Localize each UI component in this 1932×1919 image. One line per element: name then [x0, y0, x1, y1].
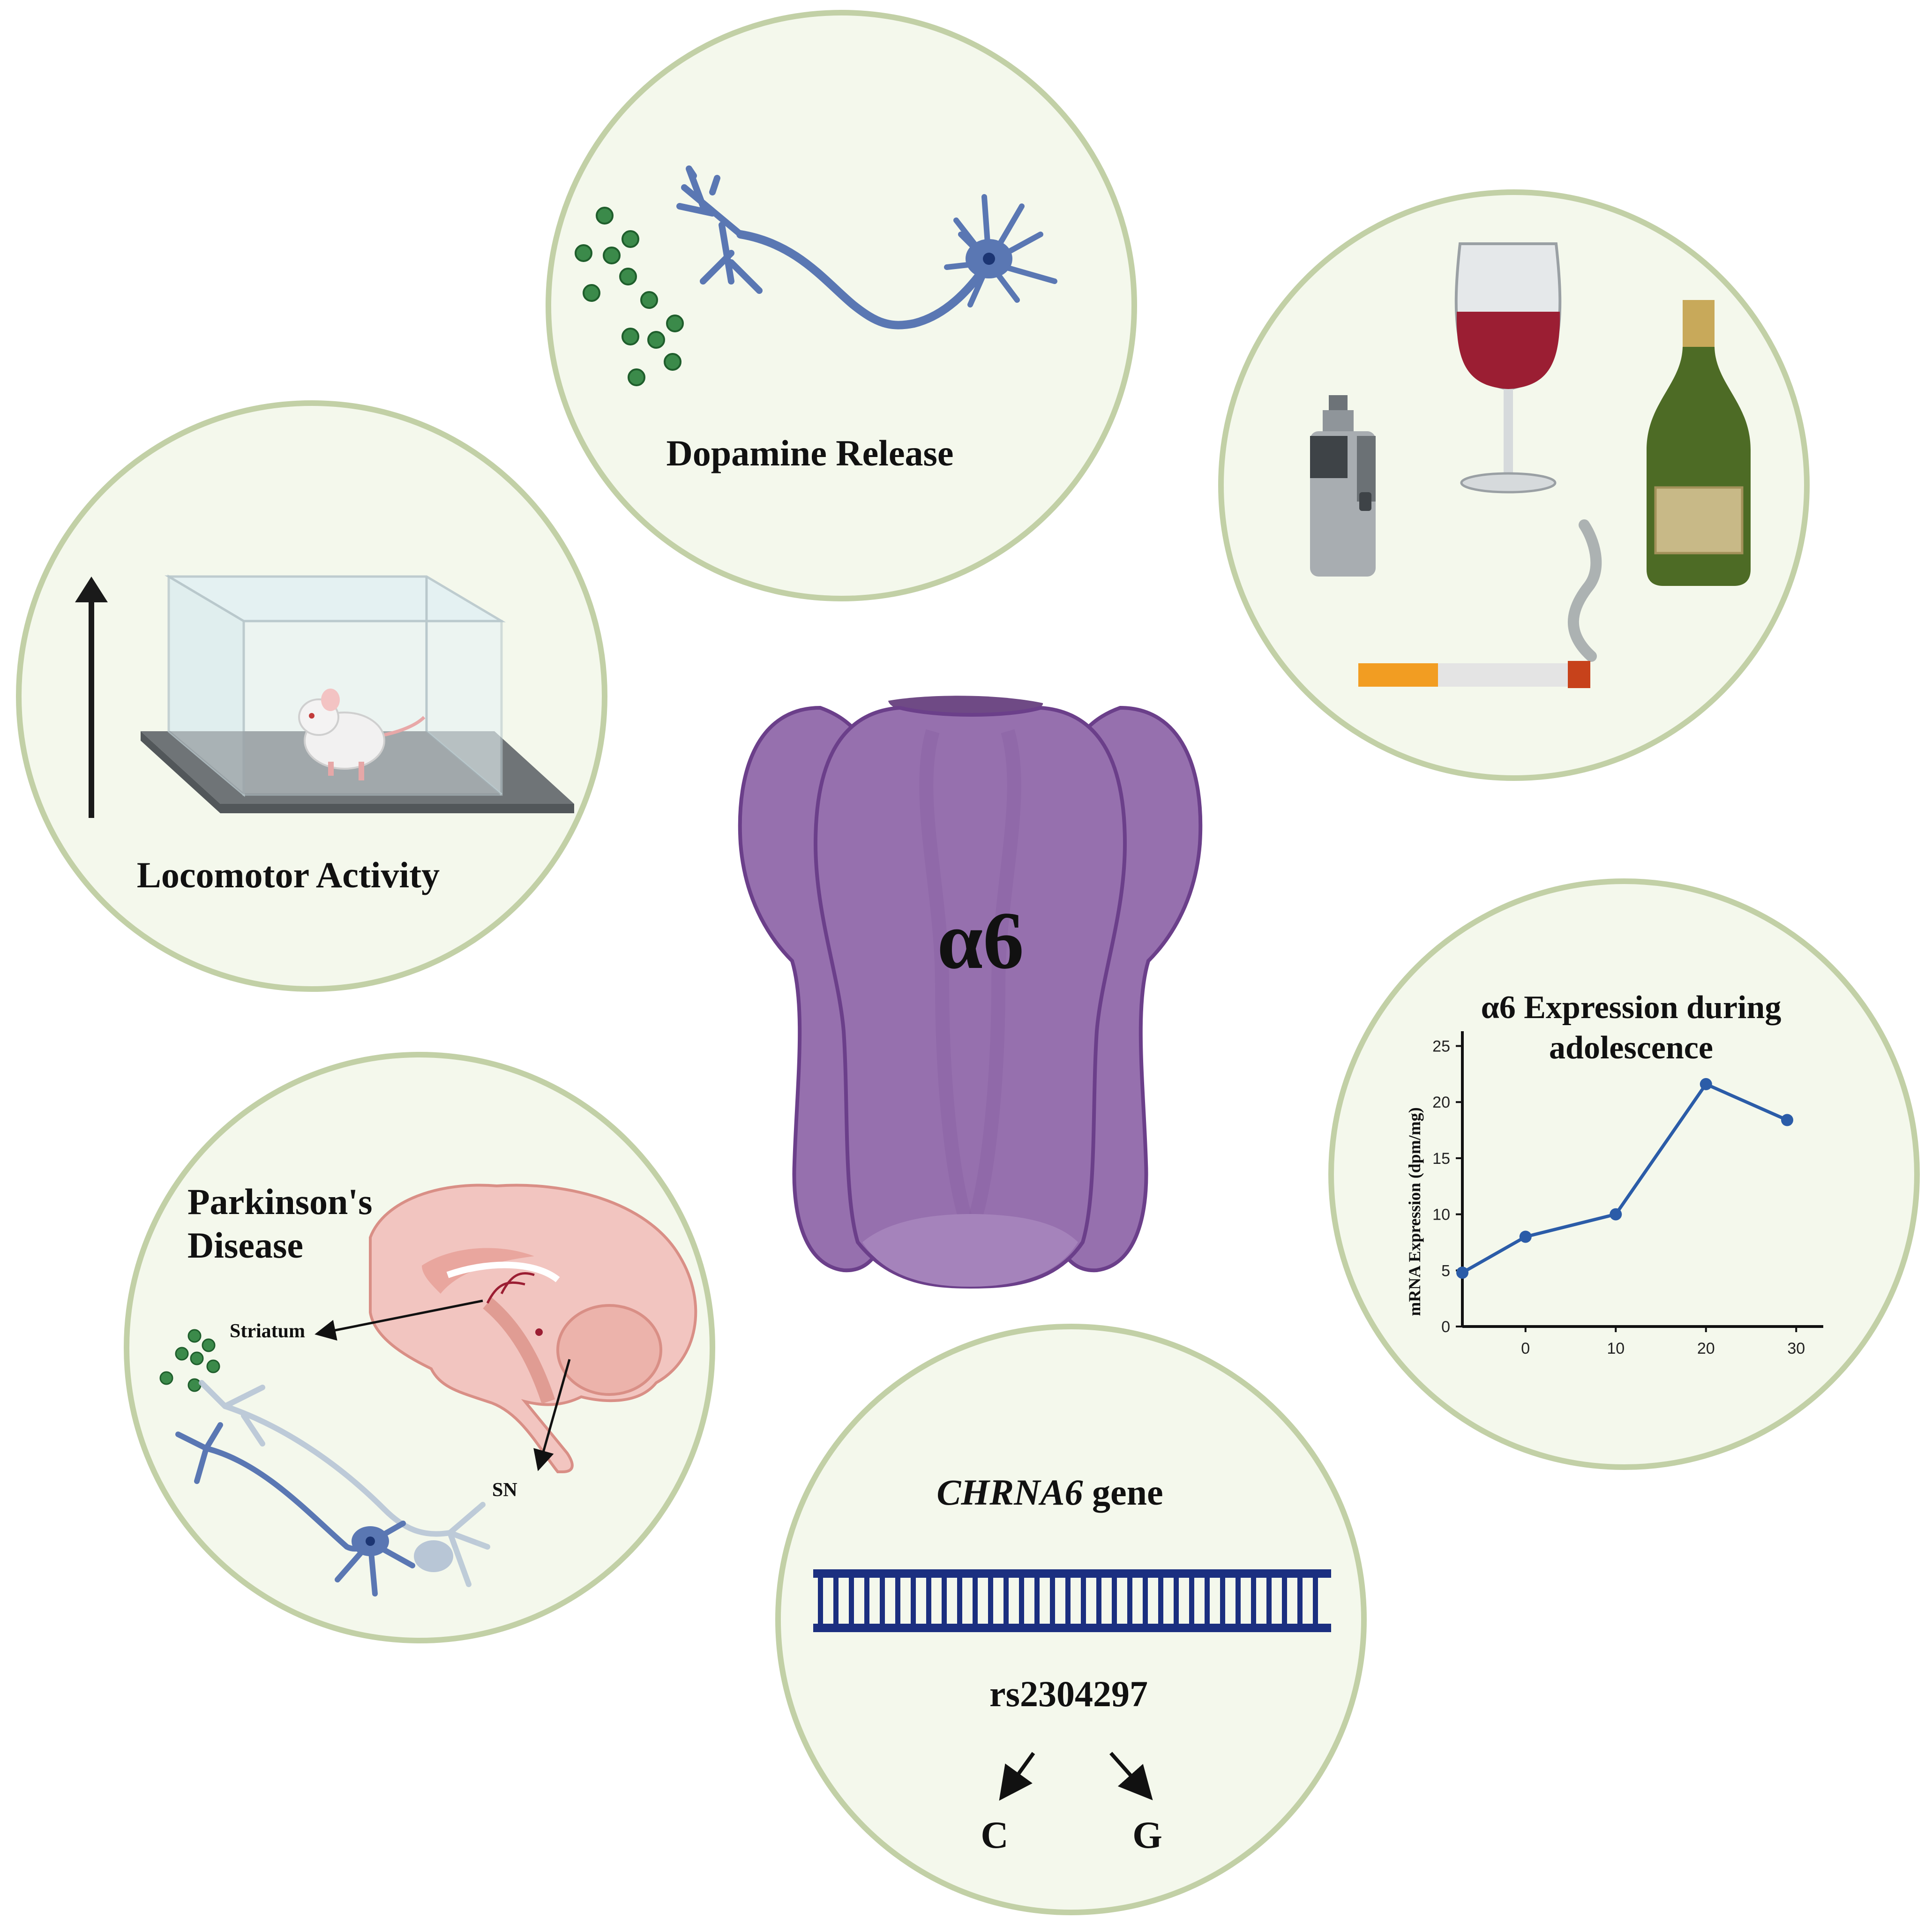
x-tick-label: 0 [1521, 1340, 1530, 1357]
gene-illustration: CHRNA6 gene rs2304297 C G [813, 1472, 1331, 1856]
x-tick-label: 10 [1607, 1340, 1625, 1357]
y-tick-label: 20 [1432, 1094, 1450, 1111]
sn-arrow [533, 1359, 571, 1471]
allele-arrow-left [999, 1752, 1035, 1801]
gene-panel [775, 1324, 1367, 1915]
dna-rung [911, 1578, 916, 1624]
locomotor-illustration: Locomotor Activity [75, 574, 574, 895]
dna-rung [1019, 1578, 1024, 1624]
dna-rung [1096, 1578, 1101, 1624]
substances-illustration [1310, 242, 1751, 688]
dna-rung [1189, 1578, 1194, 1624]
data-point [1781, 1114, 1793, 1126]
dna-rung [1313, 1578, 1318, 1624]
y-tick-label: 10 [1432, 1206, 1450, 1224]
dna-rung [1174, 1578, 1179, 1624]
dna-rung [1282, 1578, 1287, 1624]
neuron-icon [676, 165, 1057, 330]
neuron-nucleus-pd [366, 1537, 375, 1546]
series-points [1456, 1078, 1793, 1279]
snp-label: rs2304297 [989, 1673, 1148, 1714]
dna-rung [1050, 1578, 1055, 1624]
dna-rung [1003, 1578, 1009, 1624]
parkinsons-title-line1: Parkinson's [187, 1181, 372, 1222]
dna-rung [1143, 1578, 1148, 1624]
dna-rung [942, 1578, 947, 1624]
wine-glass-icon [1454, 242, 1562, 494]
locomotor-label: Locomotor Activity [137, 855, 440, 895]
dna-rung [833, 1578, 839, 1624]
dopamine-label: Dopamine Release [666, 433, 953, 473]
dopamine-panel [546, 10, 1137, 601]
dna-rung [973, 1578, 978, 1624]
brain-icon [369, 1184, 697, 1473]
chart-ylabel: mRNA Expression (dpm/mg) [1405, 1107, 1424, 1316]
dna-rung [818, 1578, 823, 1624]
dna-rung [1065, 1578, 1071, 1624]
dna-rung [1205, 1578, 1210, 1624]
dna-rung [1158, 1578, 1163, 1624]
allele-left-label: C [981, 1814, 1008, 1856]
dna-icon [813, 1569, 1331, 1632]
gene-suffix: gene [1083, 1472, 1163, 1513]
data-point [1610, 1208, 1622, 1221]
dna-rung [895, 1578, 900, 1624]
receptor-label: α6 [937, 895, 1024, 986]
sn-label: SN [492, 1479, 517, 1501]
data-point [1519, 1230, 1532, 1243]
chart-y-ticks: 0 5 10 15 20 25 [1432, 1038, 1462, 1336]
x-tick-label: 30 [1787, 1340, 1805, 1357]
faded-neuron-icon [199, 1380, 490, 1587]
chart-title-line1: α6 Expression during [1481, 989, 1782, 1026]
dopamine-vesicles-pd [159, 1329, 220, 1392]
dna-rung [926, 1578, 931, 1624]
gene-title: CHRNA6 gene [936, 1472, 1163, 1513]
dna-rung [1220, 1578, 1225, 1624]
vape-icon [1310, 395, 1376, 577]
increase-arrow-head [75, 577, 108, 602]
dna-rung [864, 1578, 869, 1624]
data-point [1700, 1078, 1712, 1090]
cigarette-icon [1358, 519, 1602, 688]
neuron-nucleus [983, 253, 995, 265]
gene-name: CHRNA6 [936, 1472, 1083, 1513]
faded-neuron-soma [414, 1540, 453, 1572]
mouse-icon [298, 689, 426, 780]
champagne-bottle-icon [1647, 300, 1751, 586]
y-tick-label: 0 [1441, 1318, 1450, 1336]
dna-rung [1034, 1578, 1040, 1624]
dna-rung [988, 1578, 993, 1624]
expression-panel [1328, 878, 1920, 1470]
dna-rungs [818, 1578, 1318, 1624]
striatum-label: Striatum [230, 1320, 305, 1342]
dna-rung [849, 1578, 854, 1624]
data-point [1456, 1267, 1468, 1279]
striatum-arrow [315, 1299, 483, 1341]
y-tick-label: 15 [1432, 1150, 1450, 1168]
chart-title-line2: adolescence [1549, 1030, 1713, 1066]
dna-rung [957, 1578, 962, 1624]
dna-rung [1236, 1578, 1241, 1624]
parkinsons-title-line2: Disease [187, 1225, 303, 1266]
allele-right-label: G [1132, 1814, 1162, 1856]
y-tick-label: 5 [1441, 1262, 1450, 1280]
dna-rung [1297, 1578, 1303, 1624]
dna-rung [1266, 1578, 1272, 1624]
allele-arrow-right [1109, 1752, 1153, 1800]
dna-rung [1127, 1578, 1132, 1624]
dna-rung [1251, 1578, 1256, 1624]
dna-rung [1081, 1578, 1086, 1624]
y-tick-label: 25 [1432, 1038, 1450, 1056]
dopamine-illustration: Dopamine Release [575, 165, 1057, 473]
expression-chart: α6 Expression during adolescence mRNA Ex… [1405, 989, 1823, 1357]
dna-rung [1112, 1578, 1117, 1624]
x-tick-label: 20 [1697, 1340, 1715, 1357]
dna-rung [880, 1578, 885, 1624]
alpha6-receptor: α6 [738, 696, 1203, 1289]
chart-x-ticks: 0 10 20 30 [1521, 1327, 1805, 1357]
dopamine-vesicles [575, 207, 684, 386]
parkinsons-illustration: Parkinson's Disease Striatum SN [159, 1181, 697, 1597]
